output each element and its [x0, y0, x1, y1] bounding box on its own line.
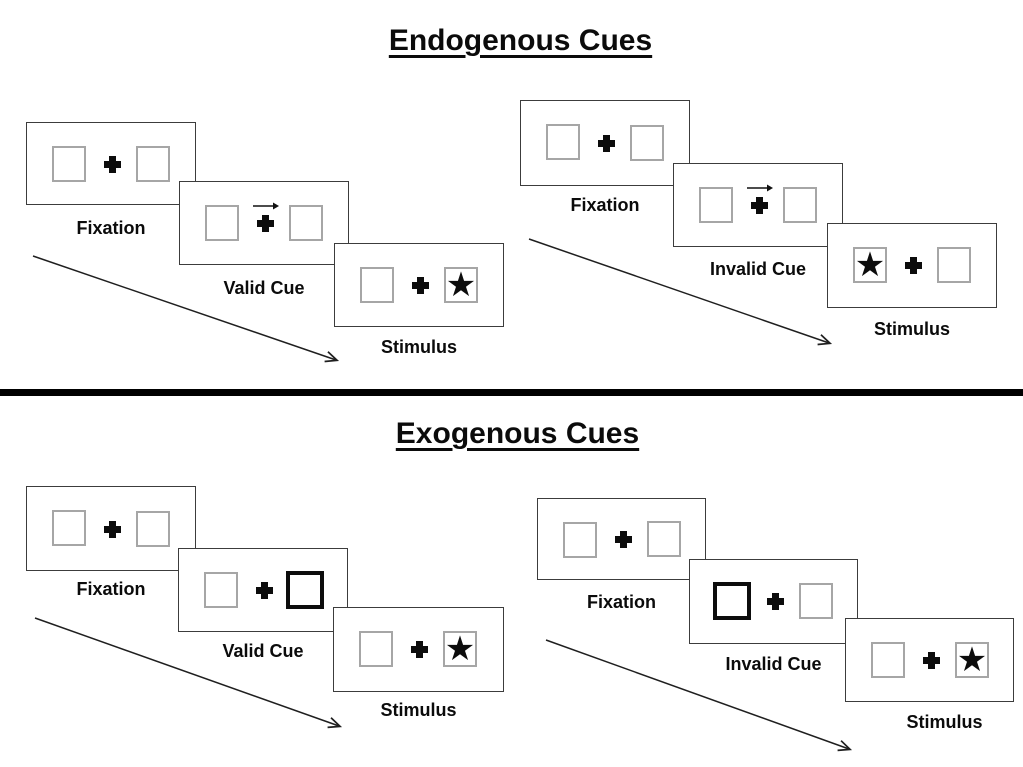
right-box: ★: [444, 267, 478, 303]
section-title-exogenous: Exogenous Cues: [395, 417, 640, 450]
section-divider: [0, 389, 1023, 396]
star-icon: ★: [956, 640, 988, 680]
timeline-arrow-icon: [528, 238, 833, 346]
panel-stimulus: ★: [334, 243, 504, 327]
fixation-cross-icon: [615, 531, 632, 548]
panel-cue: [179, 181, 349, 265]
panel-label: Invalid Cue: [709, 259, 807, 279]
fixation-cross-icon: [923, 652, 940, 669]
panel-label: Fixation: [76, 579, 146, 599]
left-box: [359, 631, 393, 667]
panel-cue: [689, 559, 858, 644]
left-box: [52, 510, 86, 546]
panel-fixation: [520, 100, 690, 186]
right-box: [647, 521, 681, 557]
star-icon: ★: [445, 265, 477, 305]
right-box: [799, 583, 833, 619]
panel-label: Stimulus: [906, 712, 983, 732]
panel-fixation: [26, 486, 196, 571]
left-box: [871, 642, 905, 678]
panel-fixation: [26, 122, 196, 205]
right-box: [289, 205, 323, 241]
fixation-cross-icon: [257, 215, 274, 232]
fixation-cross-icon: [905, 257, 922, 274]
cue-highlight-box: [286, 571, 324, 609]
right-box: [136, 511, 170, 547]
panel-label: Stimulus: [873, 319, 950, 339]
panel-label: Fixation: [76, 218, 146, 238]
section-title-endogenous: Endogenous Cues: [388, 24, 653, 57]
fixation-cross-icon: [767, 593, 784, 610]
cue-arrow-icon: [252, 198, 280, 212]
star-icon: ★: [444, 629, 476, 669]
panel-label: Valid Cue: [222, 641, 304, 661]
panel-label: Invalid Cue: [725, 654, 822, 674]
panel-cue: [673, 163, 843, 247]
left-box: [204, 572, 238, 608]
panel-stimulus: ★: [845, 618, 1014, 702]
panel-stimulus: ★: [333, 607, 504, 692]
fixation-cross-icon: [256, 582, 273, 599]
fixation-cross-icon: [104, 521, 121, 538]
panel-fixation: [537, 498, 706, 580]
star-icon: ★: [854, 245, 886, 285]
cue-arrow-icon: [746, 180, 774, 194]
left-box: [546, 124, 580, 160]
left-box: [360, 267, 394, 303]
timeline-arrow-icon: [32, 255, 340, 363]
left-box: [563, 522, 597, 558]
panel-cue: [178, 548, 348, 632]
right-box: ★: [955, 642, 989, 678]
panel-label: Stimulus: [380, 700, 457, 720]
left-box: [205, 205, 239, 241]
timeline-arrow-icon: [34, 617, 343, 729]
right-box: ★: [443, 631, 477, 667]
panel-label: Fixation: [570, 195, 640, 215]
panel-label: Stimulus: [380, 337, 457, 357]
fixation-cross-icon: [412, 277, 429, 294]
right-box: [937, 247, 971, 283]
left-box: [52, 146, 86, 182]
left-box: ★: [853, 247, 887, 283]
panel-label: Fixation: [586, 592, 656, 612]
panel-label: Valid Cue: [223, 278, 305, 298]
timeline-arrow-icon: [545, 639, 853, 752]
right-box: [783, 187, 817, 223]
fixation-cross-icon: [598, 135, 615, 152]
cue-highlight-box: [713, 582, 751, 620]
fixation-cross-icon: [751, 197, 768, 214]
right-box: [136, 146, 170, 182]
right-box: [630, 125, 664, 161]
fixation-cross-icon: [411, 641, 428, 658]
fixation-cross-icon: [104, 156, 121, 173]
left-box: [699, 187, 733, 223]
panel-stimulus: ★: [827, 223, 997, 308]
